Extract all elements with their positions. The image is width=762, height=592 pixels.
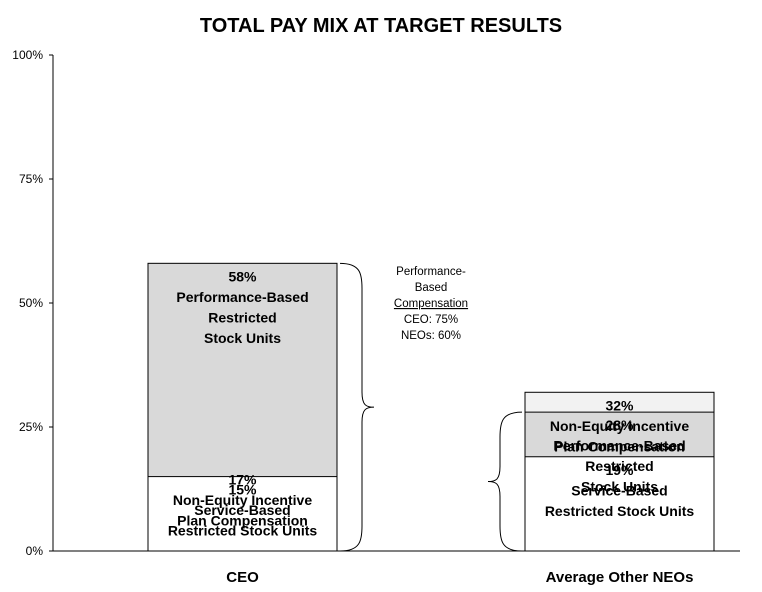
segment-name-label: Plan Compensation [177,513,308,529]
segment-name-label: Non-Equity Incentive [173,492,312,508]
annotation-line: CEO: 75% [404,314,458,326]
bar-segment-service-based-restricted-stock-units [524,456,715,552]
neo-bracket [487,411,523,552]
segment-name-label: Restricted Stock Units [168,523,318,539]
segment-name-label: Performance-Based [553,438,685,454]
segment-name-label: Performance-Based [176,289,308,305]
category-label-average-other-neos: Average Other NEOs [546,569,694,586]
segment-percent-label: 15% [228,482,257,498]
annotation-line: Performance- [396,266,466,278]
y-tick-label: 25% [19,420,43,434]
segment-name-label: Restricted Stock Units [545,503,695,519]
category-labels: CEO Average Other NEOs [226,569,693,586]
y-tick-label: 100% [12,48,43,62]
segment-name-label: Base Salary [203,528,283,544]
category-label-ceo: CEO [226,569,259,586]
stacked-bars [147,262,715,552]
ceo-bracket [339,262,375,552]
segment-name-label: Restricted [585,458,653,474]
segment-name-label: Stock Units [581,479,658,495]
annotation-line: Based [415,282,448,294]
segment-name-label: Service-Based [571,482,668,498]
bar-segment-service-based-restricted-stock-units [147,476,338,552]
y-tick-label: 50% [19,296,43,310]
chart-title: TOTAL PAY MIX AT TARGET RESULTS [200,15,562,37]
segment-percent-label: 21% [605,481,634,497]
segment-name-label: Plan Compensation [554,438,685,454]
segment-percent-label: 32% [605,397,634,413]
segment-percent-label: 58% [228,268,257,284]
segment-name-label: Service-Based [194,502,291,518]
segment-name-label: Base Salary [580,501,660,517]
y-tick-label: 75% [19,172,43,186]
annotation-line: Compensation [394,298,468,310]
segment-name-label: Non-Equity Incentive [550,418,689,434]
annotation-line: NEOs: 60% [401,330,461,342]
y-tick-label: 0% [26,544,44,558]
segment-percent-label: 10% [228,508,257,524]
performance-brackets [339,262,523,552]
segment-name-label: Stock Units [204,330,281,346]
segment-name-label: Restricted [208,309,276,325]
segment-percent-label: 19% [605,462,634,478]
segment-percent-label: 17% [228,472,257,488]
segment-percent-label: 28% [605,417,634,433]
